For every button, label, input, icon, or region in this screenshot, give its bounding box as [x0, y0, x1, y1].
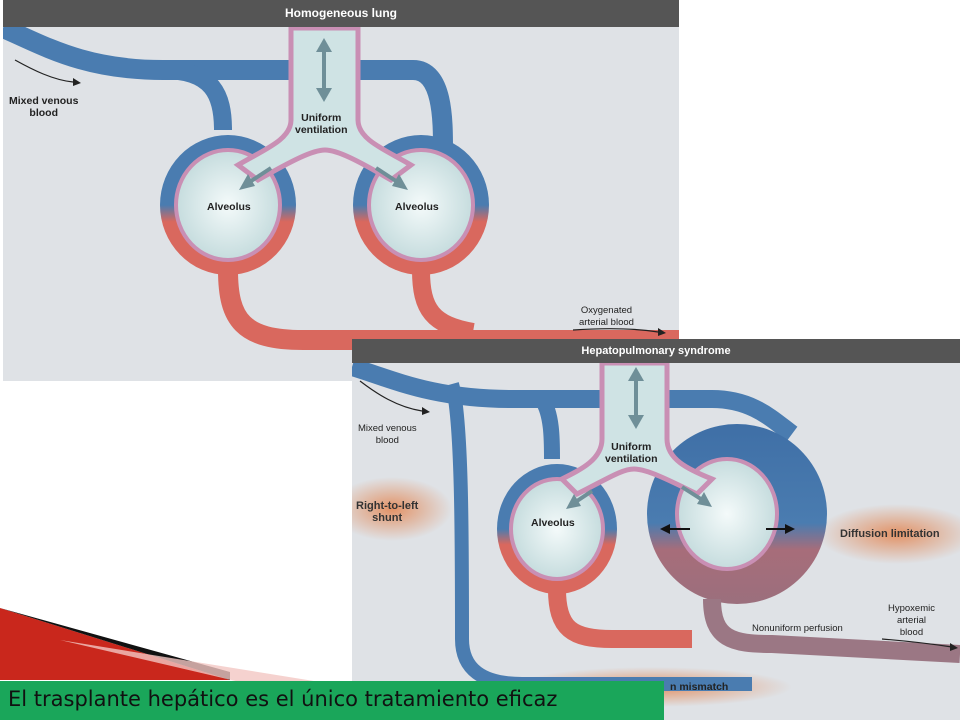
shunt-vessel [445, 382, 752, 691]
alveolus-left [509, 477, 605, 581]
homogeneous-lung-illustration [3, 18, 679, 350]
caption-banner: El trasplante hepático es el único trata… [0, 681, 664, 720]
mixed-arterial-vessel [703, 598, 960, 663]
shunt-highlight [352, 477, 452, 541]
arterial-vessel [548, 588, 692, 648]
panel-title: Hepatopulmonary syndrome [352, 339, 960, 363]
arterial-vessel [218, 269, 679, 350]
diffusion-limitation-label: Diffusion limitation [840, 528, 940, 540]
diffusion-highlight [817, 504, 960, 564]
mismatch-label: n mismatch [670, 681, 729, 693]
airway [233, 25, 416, 183]
alveolus-left-label: Alveolus [207, 201, 251, 213]
nonuniform-perfusion-label: Nonuniform perfusion [752, 623, 843, 634]
venous-vessel [3, 18, 453, 151]
panel-title: Homogeneous lung [3, 0, 679, 27]
decorative-wedge [0, 608, 320, 682]
venous-vessel [352, 358, 798, 442]
hepatopulmonary-illustration [352, 358, 960, 707]
alveolus-label: Alveolus [531, 517, 575, 529]
alveolus-right-label: Alveolus [395, 201, 439, 213]
airway [557, 360, 717, 498]
